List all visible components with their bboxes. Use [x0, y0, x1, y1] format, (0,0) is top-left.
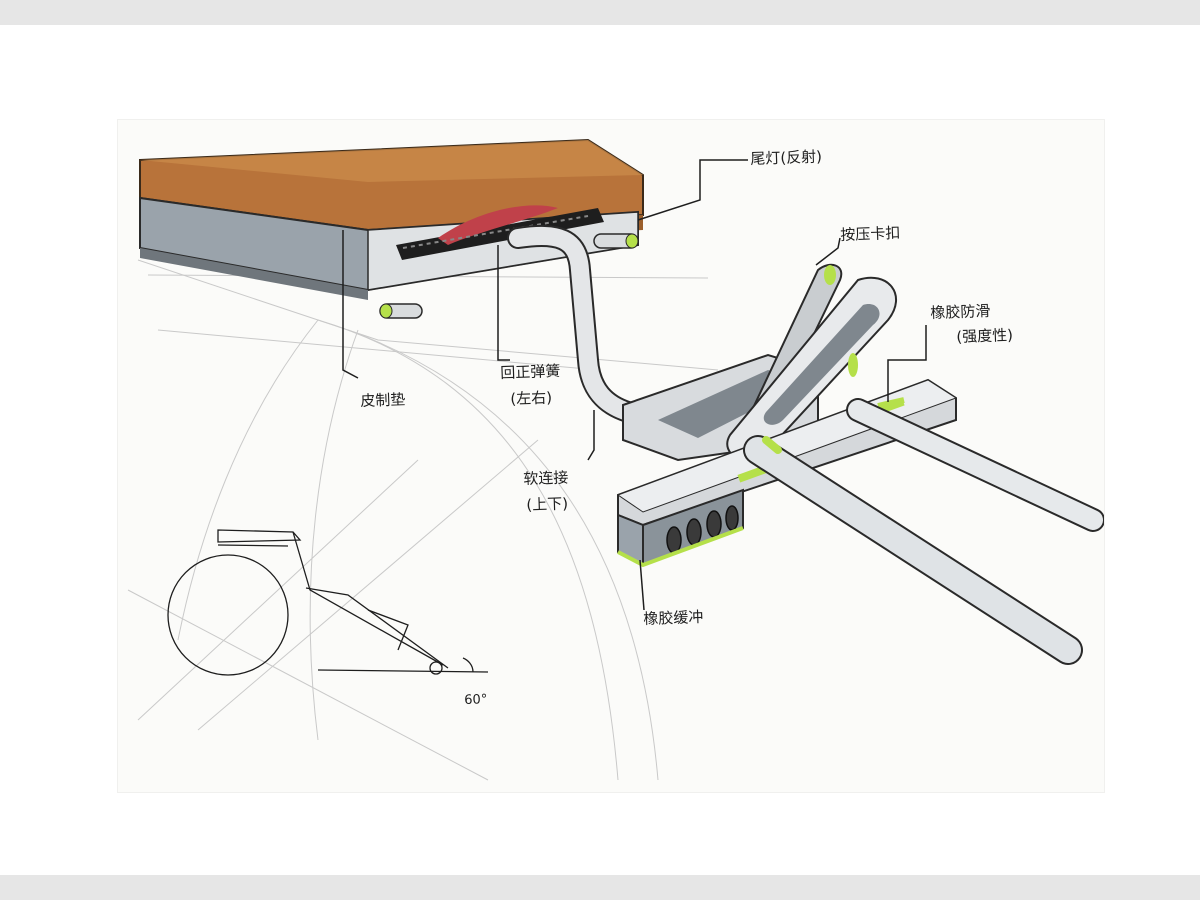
annotation-rubber-buffer: 橡胶缓冲	[643, 607, 704, 628]
leader-lines	[342, 159, 927, 611]
rubber-buffer-block	[617, 488, 744, 568]
product-sketch	[127, 138, 1104, 781]
annotation-leather-cushion: 皮制垫	[360, 390, 406, 410]
sketch-sheet: 尾灯(反射) 按压卡扣 橡胶防滑 (强度性) 皮制垫 回正弹簧 (左右) 软连接…	[118, 120, 1104, 792]
annotation-soft-joint: 软连接	[523, 468, 569, 488]
annotation-return-spring-dir: (左右)	[510, 388, 553, 408]
annotation-return-spring: 回正弹簧	[500, 361, 561, 382]
annotation-brake-light: 尾灯(反射)	[750, 147, 823, 168]
annotation-rubber-anti-slip: 橡胶防滑	[930, 301, 991, 322]
top-band	[0, 0, 1200, 25]
frame-tubes	[743, 398, 1104, 665]
annotation-rubber-anti-slip-note: (强度性)	[956, 326, 1014, 346]
angle-diagram	[167, 529, 489, 676]
angle-label: 60°	[464, 692, 488, 708]
green-rod-ends	[379, 233, 639, 319]
annotation-soft-joint-dir: (上下)	[526, 494, 569, 514]
annotation-squeeze-clip: 按压卡扣	[840, 223, 901, 244]
bottom-band	[0, 875, 1200, 900]
